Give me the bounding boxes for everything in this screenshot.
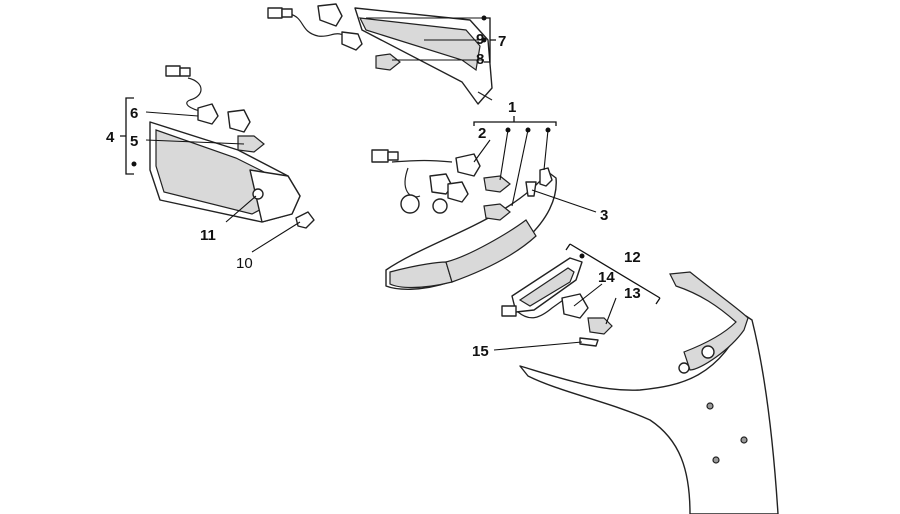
rear-light-bulb-a (483, 175, 511, 193)
rear-light-connector (371, 149, 389, 163)
callout-11: 11 (200, 227, 216, 244)
license-plate-light-screw (579, 337, 599, 347)
rear-mudguard (519, 271, 779, 514)
left-turn-signal-socket-b (227, 109, 251, 133)
rear-light-socket-d (400, 194, 420, 214)
mudguard-mount-a (706, 402, 714, 410)
rear-light-gasket (539, 167, 553, 187)
mudguard-hole-b (678, 362, 690, 374)
callout-15: 15 (472, 343, 489, 360)
upper-lamp-harness (289, 13, 346, 37)
bracket-1 (473, 116, 557, 126)
callout-9: 9 (476, 31, 484, 48)
upper-lamp-lens-face (358, 17, 481, 72)
license-plate-light-assembly (501, 257, 613, 347)
mudguard-mount-b (740, 436, 748, 444)
rear-light-harness (391, 159, 453, 198)
license-plate-light-wire (517, 297, 567, 319)
rear-upper-lamp-assembly (267, 3, 493, 105)
upper-lamp-wire-tail (477, 91, 493, 101)
callout-labels: 1 2 3 4 5 6 7 8 9 10 11 12 13 14 15 (106, 31, 641, 360)
upper-lamp-socket-b (341, 31, 363, 51)
bracket-7 (484, 17, 496, 63)
upper-lamp-socket-a (317, 3, 343, 27)
rear-light-bulb-b (483, 203, 511, 221)
left-turn-signal-clip (295, 211, 315, 229)
callout-5: 5 (130, 133, 138, 150)
callout-1: 1 (508, 99, 516, 116)
rear-light-connector-plug (387, 151, 399, 161)
license-plate-light-lens (518, 267, 575, 307)
rear-light-screw (525, 181, 537, 197)
leader-lines (120, 15, 661, 351)
callout-4: 4 (106, 129, 115, 146)
callout-6: 6 (130, 105, 138, 122)
bracket-12 (565, 243, 661, 305)
mudguard-body (519, 315, 779, 514)
left-turn-signal-connector-plug (179, 67, 191, 77)
mudguard-upper-arm (669, 271, 749, 371)
left-turn-signal-housing (249, 169, 301, 223)
upper-lamp-bulb (375, 53, 401, 71)
upper-lamp-connector (267, 7, 283, 19)
rear-light-socket-e (432, 198, 448, 214)
rear-light-lens-center (445, 219, 537, 283)
mudguard-hole-a (701, 345, 715, 359)
callout-2: 2 (478, 125, 486, 142)
left-turn-signal-bulb (237, 135, 265, 153)
callout-8: 8 (476, 51, 484, 68)
left-turn-signal-connector (165, 65, 181, 77)
callout-7: 7 (498, 33, 506, 50)
license-plate-light-connector (501, 305, 517, 317)
bracket-4 (120, 97, 134, 175)
left-turn-signal-socket-a (197, 103, 219, 125)
callout-13: 13 (624, 285, 641, 302)
license-plate-light-bulb (587, 317, 613, 335)
rear-light-socket-a (455, 153, 481, 177)
upper-lamp-connector-plug (281, 8, 293, 18)
rear-light-lens (385, 171, 557, 290)
rear-light-socket-c (447, 181, 469, 203)
left-turn-signal-assembly (149, 65, 315, 229)
rear-light-assembly (371, 149, 557, 290)
callout-14: 14 (598, 269, 615, 286)
callout-12: 12 (624, 249, 641, 266)
callout-10: 10 (236, 255, 253, 272)
mudguard-mount-c (712, 456, 720, 464)
callout-3: 3 (600, 207, 608, 224)
